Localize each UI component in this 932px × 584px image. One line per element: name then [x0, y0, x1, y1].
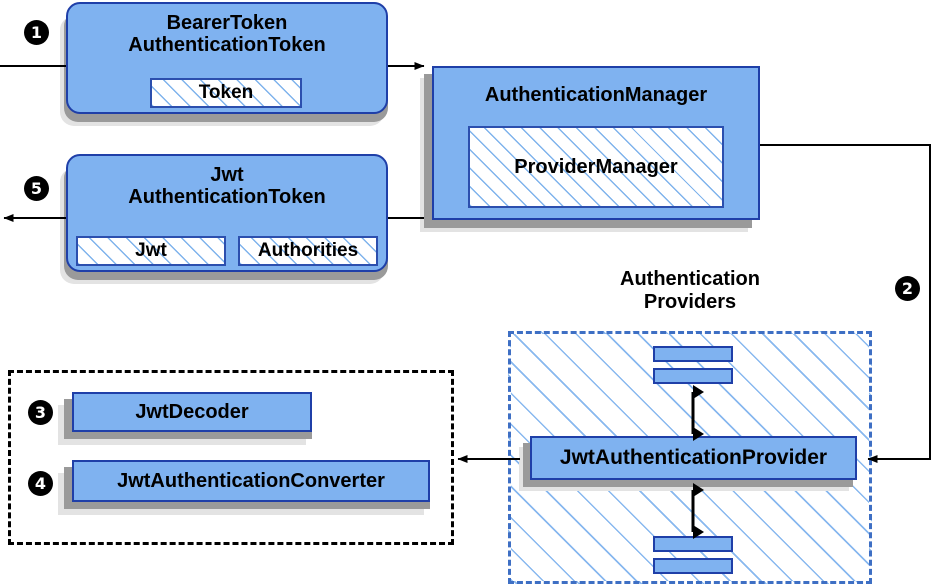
node-bearer-token-authentication-token[interactable]: BearerToken AuthenticationToken	[66, 2, 388, 114]
inner-provider-manager[interactable]: ProviderManager	[468, 126, 724, 208]
inner-jwt-label: Jwt	[135, 240, 167, 261]
node-jwt-authentication-converter-title: JwtAuthenticationConverter	[117, 469, 385, 492]
node-authentication-manager-title: AuthenticationManager	[484, 84, 708, 106]
inner-token-label: Token	[198, 82, 254, 103]
node-jwt-token-title: Jwt AuthenticationToken	[128, 164, 326, 209]
node-bearer-token-title: BearerToken AuthenticationToken	[128, 12, 326, 57]
badge-5-label: 5	[30, 178, 43, 198]
badge-2-label: 2	[901, 278, 914, 298]
badge-3-label: 3	[34, 402, 47, 422]
provider-stub-bottom-a	[653, 536, 733, 552]
badge-4: 4	[28, 471, 53, 496]
provider-stub-top-b	[653, 368, 733, 384]
inner-jwt[interactable]: Jwt	[76, 236, 226, 266]
inner-authorities-label: Authorities	[257, 240, 359, 261]
badge-3: 3	[28, 400, 53, 425]
node-jwt-decoder-title: JwtDecoder	[135, 400, 249, 423]
node-jwt-authentication-provider[interactable]: JwtAuthenticationProvider	[530, 436, 857, 480]
provider-stub-top-a	[653, 346, 733, 362]
inner-token[interactable]: Token	[150, 78, 302, 108]
authentication-providers-label: Authentication Providers	[620, 268, 760, 313]
node-jwt-authentication-provider-title: JwtAuthenticationProvider	[559, 446, 828, 470]
badge-2: 2	[895, 276, 920, 301]
badge-1-label: 1	[30, 22, 43, 42]
node-jwt-authentication-converter[interactable]: JwtAuthenticationConverter	[72, 460, 430, 502]
jwt-support-group-region	[8, 370, 454, 545]
inner-authorities[interactable]: Authorities	[238, 236, 378, 266]
node-jwt-decoder[interactable]: JwtDecoder	[72, 392, 312, 432]
inner-provider-manager-label: ProviderManager	[514, 155, 678, 178]
badge-1: 1	[24, 20, 49, 45]
badge-5: 5	[24, 176, 49, 201]
badge-4-label: 4	[34, 473, 47, 493]
provider-stub-bottom-b	[653, 558, 733, 574]
